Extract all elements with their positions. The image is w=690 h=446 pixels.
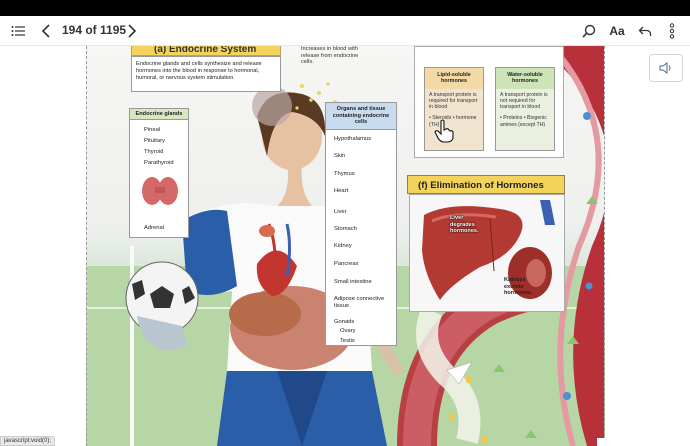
organ-label: Kidney [334, 243, 352, 249]
chevron-right-icon [128, 24, 137, 38]
organ-label: Pancreas [334, 261, 359, 267]
section-a-description: Endocrine glands and cells synthesize an… [131, 56, 281, 92]
toc-button[interactable] [10, 23, 26, 39]
font-settings-button[interactable]: Aa [606, 22, 628, 40]
water-soluble-list: • Proteins • Biogenic amines (except TH) [500, 115, 547, 128]
organ-label: Testis [340, 338, 355, 344]
speaker-icon [659, 62, 671, 74]
font-icon: Aa [609, 24, 625, 38]
lipid-soluble-list: • Steroids • hormone (TH) [429, 115, 477, 128]
status-url: javascript:void(0); [0, 436, 56, 446]
page-indicator: 194 of 1195 [62, 23, 127, 37]
more-vertical-icon [669, 23, 675, 39]
prev-page-button[interactable] [38, 22, 54, 40]
organ-label: Ovary [340, 328, 356, 334]
liver-label: Liver degrades hormones. [450, 215, 479, 235]
corner-overlay [597, 438, 690, 446]
blood-increase-note: Increases in blood with release from end… [301, 46, 359, 65]
organ-label: Small intestine [334, 279, 372, 285]
water-soluble-header: Water-soluble hormones [496, 68, 554, 89]
lipid-soluble-text: A transport protein is required for tran… [429, 91, 478, 111]
endocrine-glands-header: Endocrine glands [130, 109, 188, 120]
organ-label: Heart [334, 188, 349, 194]
organ-label: Thymus [334, 171, 355, 177]
read-aloud-button[interactable] [649, 54, 683, 82]
liver-kidney-illustration [410, 195, 564, 311]
water-soluble-column: Water-soluble hormones A transport prote… [495, 67, 555, 151]
section-f-title: (f) Elimination of Hormones [407, 175, 565, 194]
organ-label: Adipose connective tissue [334, 296, 385, 309]
organs-tissue-box: Organs and tissue containing endocrine c… [325, 102, 397, 346]
organ-label: Liver [334, 209, 347, 215]
reader-toolbar: 194 of 1195 Aa [0, 16, 690, 46]
search-button[interactable] [580, 22, 598, 40]
status-bar [0, 0, 690, 16]
gland-label: Parathyroid [144, 160, 174, 166]
gland-label: Pituitary [144, 138, 165, 144]
gland-label: Thyroid [144, 149, 164, 155]
organ-label: Skin [334, 153, 346, 159]
organs-tissue-header: Organs and tissue containing endocrine c… [326, 103, 396, 130]
back-button[interactable] [636, 22, 654, 40]
hand-cursor-icon [434, 119, 454, 143]
thyroid-illustration [142, 177, 178, 205]
hormone-types-panel: Lipid-soluble hormones A transport prote… [414, 46, 564, 158]
organ-label: Gonads [334, 319, 355, 325]
chevron-left-icon [41, 24, 50, 38]
list-icon [11, 26, 25, 36]
undo-arrow-icon [638, 26, 652, 36]
organ-label: Hypothalamus [334, 136, 372, 142]
lipid-soluble-header: Lipid-soluble hormones [425, 68, 483, 89]
elimination-panel: Liver degrades hormones. Kidneys excrete… [409, 194, 565, 312]
more-button[interactable] [664, 22, 680, 40]
section-a-title: (a) Endocrine System [131, 46, 281, 56]
gland-label: Pineal [144, 127, 161, 133]
book-page: (a) Endocrine System Endocrine glands an… [86, 46, 605, 446]
water-soluble-text: A transport protein is not required for … [500, 91, 548, 111]
search-icon [582, 24, 596, 38]
endocrine-glands-box: Endocrine glands Pineal Pituitary Thyroi… [129, 108, 189, 238]
gland-label: Adrenal [144, 225, 164, 231]
lipid-soluble-column: Lipid-soluble hormones A transport prote… [424, 67, 484, 151]
organ-label: Stomach [334, 226, 357, 232]
kidney-label: Kidneys excrete hormones. [504, 277, 533, 297]
next-page-button[interactable] [124, 22, 140, 40]
